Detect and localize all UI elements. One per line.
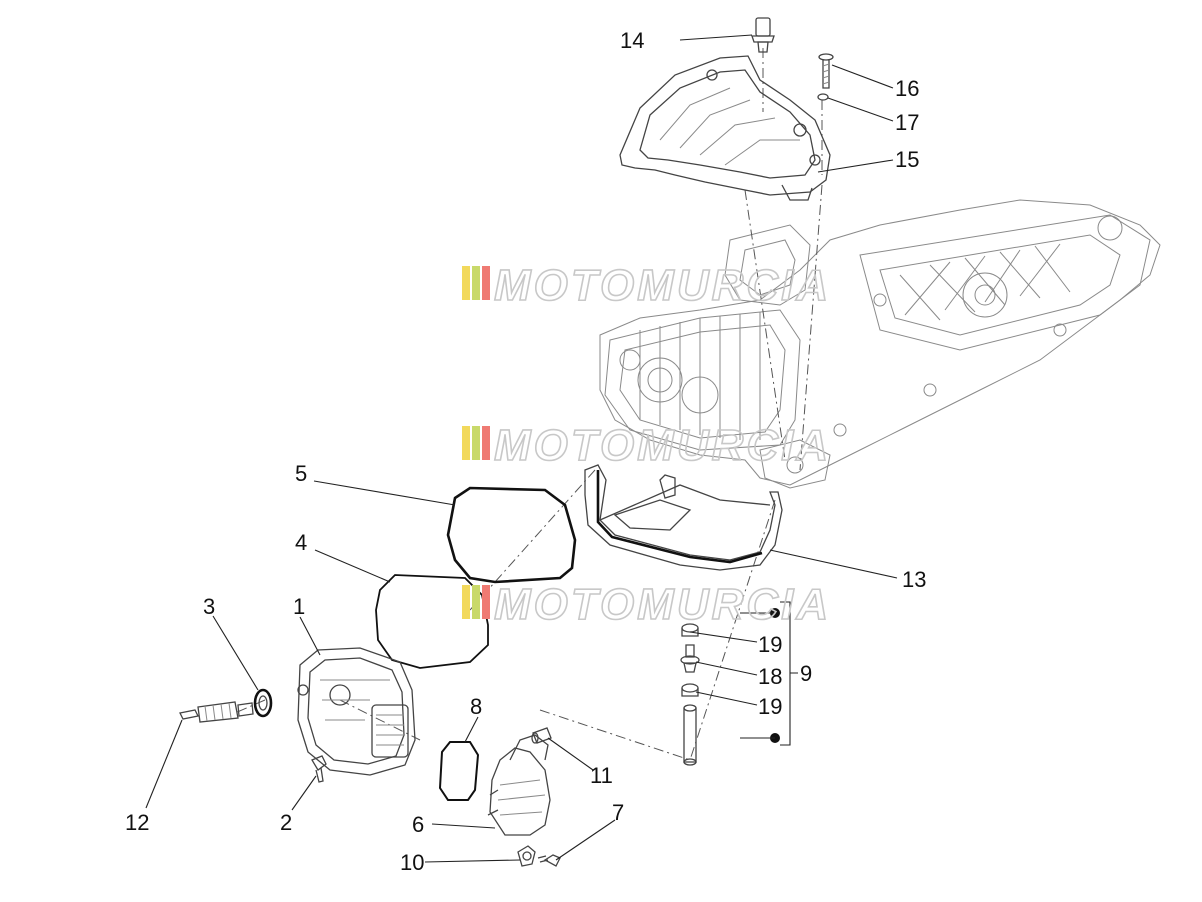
- part-16-screw: [818, 53, 834, 89]
- callout-3: 3: [203, 594, 215, 619]
- callout-6: 6: [412, 812, 424, 837]
- engine-block: [599, 199, 1161, 489]
- part-1-valve-cover: [297, 647, 416, 776]
- callout-18: 18: [758, 664, 782, 689]
- watermark-stripe-red: [482, 266, 490, 300]
- part-11-pin: [531, 727, 552, 744]
- part-10-clamp: [517, 845, 536, 867]
- callout-16: 16: [895, 76, 919, 101]
- callout-labels: 14 16 17 15 5 4 13 3 1 19 18 9 19 8 11 7…: [125, 28, 926, 875]
- watermark-text: MOTOMURCIA: [494, 421, 831, 470]
- watermark-text: MOTOMURCIA: [494, 261, 831, 310]
- part-6-breather-housing: [487, 734, 551, 836]
- callout-11: 11: [590, 763, 613, 788]
- callout-10: 10: [400, 850, 424, 875]
- callout-7: 7: [612, 800, 624, 825]
- part-5-gasket: [446, 486, 577, 584]
- watermark-stripe-red: [482, 426, 490, 460]
- callout-9: 9: [800, 661, 812, 686]
- callout-13: 13: [902, 567, 926, 592]
- part-9-sleeve: [683, 704, 697, 766]
- part-3-seal-ring: [253, 688, 273, 718]
- watermark-stripe-yellow: [462, 585, 470, 619]
- part-14-fitting: [751, 17, 775, 53]
- part-7-screw: [537, 854, 561, 867]
- callout-12: 12: [125, 810, 149, 835]
- callout-1: 1: [293, 594, 305, 619]
- watermark-stripe-green: [472, 266, 480, 300]
- watermark-stripe-yellow: [462, 266, 470, 300]
- part-17-washer: [817, 93, 829, 101]
- callout-15: 15: [895, 147, 919, 172]
- part-8-o-ring: [438, 741, 480, 801]
- watermark-top: MOTOMURCIA: [462, 260, 831, 311]
- part-13-lower-frame: [584, 464, 783, 571]
- part-18-valve: [680, 644, 700, 673]
- callout-5: 5: [295, 461, 307, 486]
- watermark-stripe-red: [482, 585, 490, 619]
- callout-4: 4: [295, 530, 307, 555]
- watermark-stripe-green: [472, 585, 480, 619]
- callout-2: 2: [280, 810, 292, 835]
- part-2-bolt: [311, 755, 327, 783]
- watermark-text: MOTOMURCIA: [494, 580, 831, 629]
- assembly-lines: [234, 48, 823, 761]
- callout-14: 14: [620, 28, 644, 53]
- group-bracket-9: [740, 601, 798, 746]
- part-4-gasket: [375, 574, 489, 669]
- part-15-upper-cover: [619, 55, 831, 201]
- callout-17: 17: [895, 110, 919, 135]
- callout-19-lower: 19: [758, 694, 782, 719]
- leader-lines: [145, 34, 898, 863]
- callout-8: 8: [470, 694, 482, 719]
- watermark-bottom: MOTOMURCIA: [462, 579, 831, 630]
- watermark-stripe-green: [472, 426, 480, 460]
- callout-19-upper: 19: [758, 632, 782, 657]
- part-12-spark-plug: [179, 701, 254, 723]
- watermark-middle: MOTOMURCIA: [462, 420, 831, 471]
- part-19-nut-lower: [681, 683, 699, 697]
- watermark-stripe-yellow: [462, 426, 470, 460]
